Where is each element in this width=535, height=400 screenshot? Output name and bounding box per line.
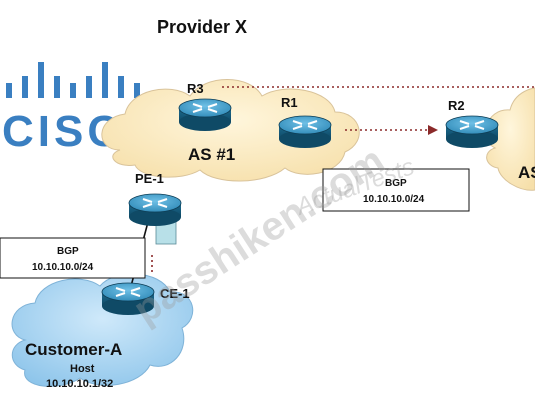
router-label-r2: R2 [448,98,465,113]
as-label-provider: AS #1 [188,145,235,164]
dotted-links [151,86,535,275]
bgp-box-r1-r2: BGP 10.10.10.0/24 [322,168,470,212]
as-label-neighbor: AS [518,163,535,182]
router-pe1[interactable] [128,193,182,227]
router-label-r3: R3 [187,81,204,96]
bgp-box-protocol: BGP [57,246,79,257]
router-label-pe1: PE-1 [135,171,164,186]
r1-to-r2-arrow [428,125,438,135]
router-r3[interactable] [178,98,232,132]
customer-name: Customer-A [25,340,122,359]
bgp-box-prefix: 10.10.10.0/24 [363,194,425,205]
router-label-ce1: CE-1 [160,286,190,301]
router-r2[interactable] [445,115,499,149]
router-label-r1: R1 [281,95,298,110]
page-title: Provider X [157,17,247,37]
router-r1[interactable] [278,115,332,149]
bgp-box-protocol: BGP [385,178,407,189]
host-label: Host [70,363,95,375]
neighbor-cloud [485,87,535,191]
bgp-box-prefix: 10.10.10.0/24 [32,262,94,273]
host-prefix: 10.10.10.1/32 [46,378,113,390]
bgp-box-ce-pe: BGP 10.10.10.0/24 [0,237,146,279]
provider-cloud [101,79,360,182]
